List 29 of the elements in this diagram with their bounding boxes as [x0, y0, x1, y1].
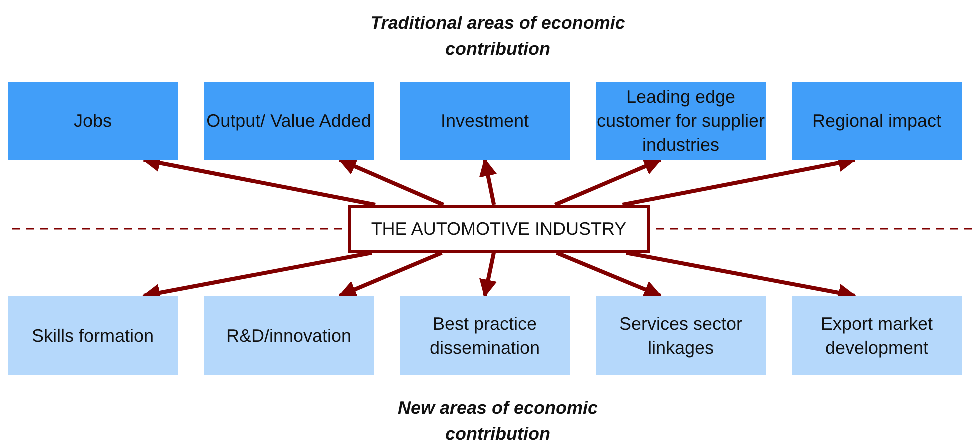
area-label: Output/ Value Added: [206, 110, 372, 133]
area-label: Best practice dissemination: [428, 312, 542, 360]
area-label: Regional impact: [812, 110, 942, 133]
area-label: Skills formation: [32, 324, 154, 348]
section-heading: New areas of economic contribution: [396, 397, 600, 441]
arrow: [554, 158, 662, 207]
arrow: [338, 158, 444, 207]
traditional-area-box: [204, 82, 374, 160]
new-area-box: [792, 296, 962, 375]
new-area-box: [204, 296, 374, 375]
arrow: [480, 252, 498, 298]
new-area-box: [596, 296, 766, 375]
area-label: Export market development: [820, 312, 934, 360]
arrow: [479, 158, 498, 206]
area-label: Services sector linkages: [618, 312, 744, 360]
area-label: Investment: [440, 110, 530, 133]
area-label: Leading edge customer for supplier industries: [596, 86, 766, 157]
area-label: Jobs: [74, 110, 112, 133]
arrow: [338, 251, 443, 298]
traditional-area-box: [8, 82, 178, 160]
central-box: [348, 205, 650, 253]
new-area-box: [8, 296, 178, 375]
area-label: R&D/innovation: [226, 324, 352, 348]
central-label: THE AUTOMOTIVE INDUSTRY: [371, 218, 627, 241]
arrow: [556, 251, 662, 298]
traditional-area-box: [400, 82, 570, 160]
section-heading: Traditional areas of economic contribution: [370, 12, 626, 61]
new-area-box: [400, 296, 570, 375]
traditional-area-box: [792, 82, 962, 160]
